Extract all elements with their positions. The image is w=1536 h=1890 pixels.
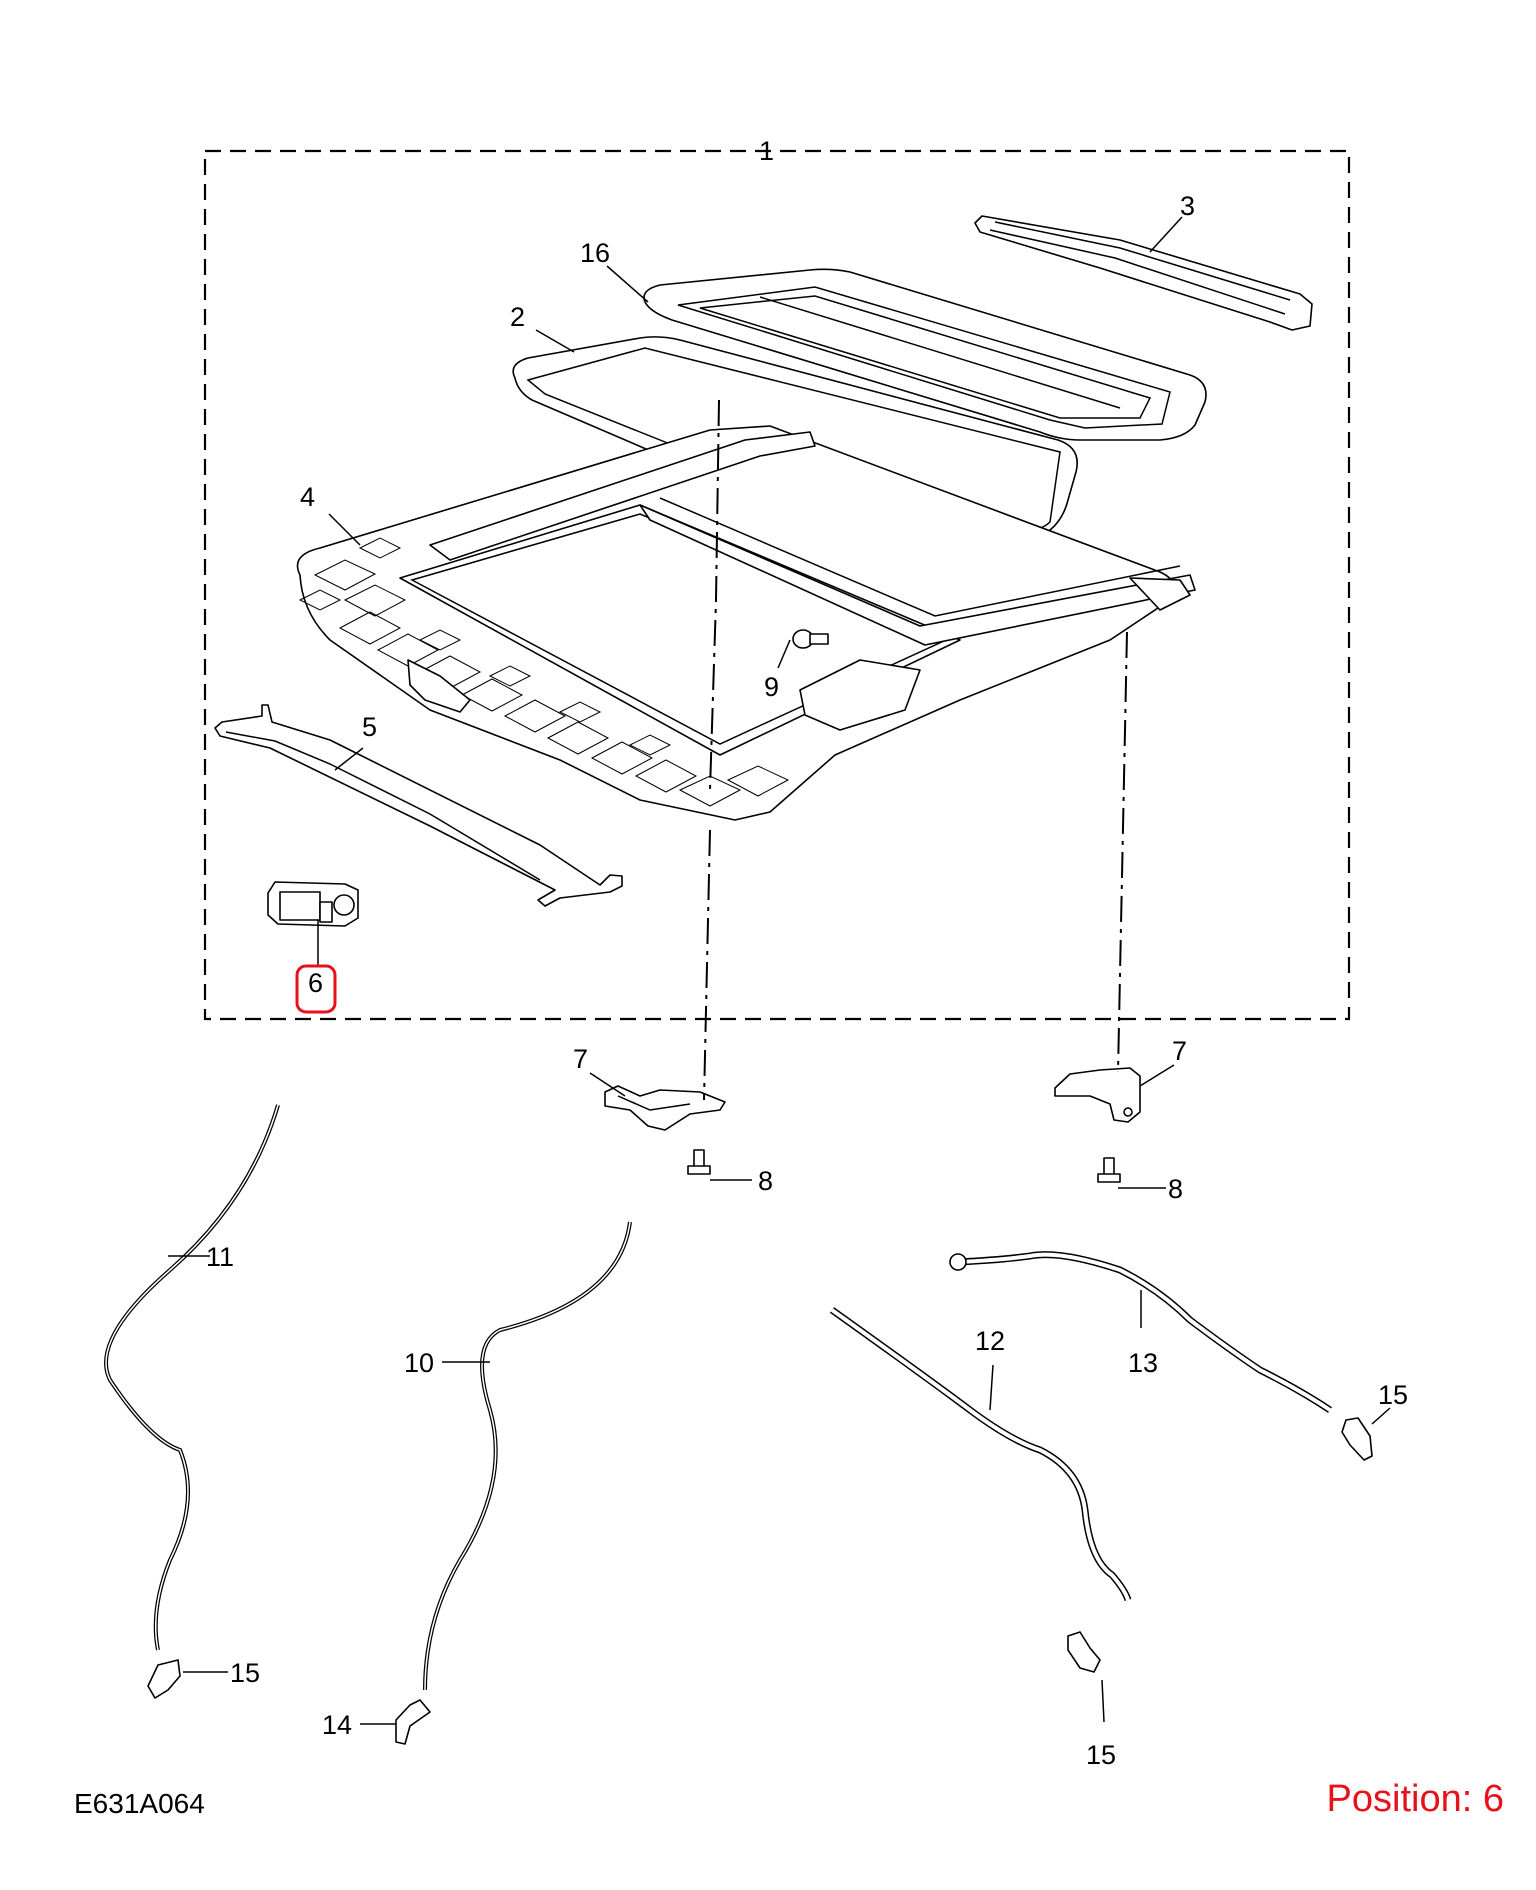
assembly-boundary-box — [203, 149, 1351, 1021]
callout-10: 10 — [404, 1348, 434, 1378]
part-4-main-frame — [296, 425, 1196, 821]
callout-15-right: 15 — [1378, 1380, 1408, 1410]
callout-7-right: 7 — [1172, 1036, 1187, 1066]
callout-14: 14 — [322, 1710, 352, 1740]
part-14-clip — [395, 1699, 431, 1745]
part-11-drain-hose — [104, 1104, 280, 1651]
assembly-centerline-right — [1117, 631, 1128, 1073]
part-10-drain-hose — [423, 1221, 632, 1691]
callout-13: 13 — [1128, 1348, 1158, 1378]
callout-8-right: 8 — [1168, 1174, 1183, 1204]
part-16-outer-frame — [643, 268, 1207, 441]
part-7-bracket-left — [604, 1085, 726, 1131]
callout-15-bottom: 15 — [1086, 1740, 1116, 1770]
callout-1: 1 — [759, 136, 774, 166]
position-label: Position: 6 — [1326, 1778, 1504, 1820]
frame-honeycomb-pattern — [298, 537, 790, 807]
highlight-ring-6 — [295, 964, 337, 1014]
part-15-clip-left — [147, 1659, 181, 1699]
assembly-centerline-front — [709, 399, 720, 791]
part-3-rear-rail — [974, 215, 1313, 331]
callout-4: 4 — [300, 482, 315, 512]
part-13-drain-hose — [957, 1251, 1332, 1413]
part-15-clip-right — [1341, 1417, 1373, 1461]
diagram-reference-code: E631A064 — [74, 1788, 205, 1819]
callout-8-left: 8 — [758, 1166, 773, 1196]
part-9-bolt — [792, 629, 829, 649]
part-8-bolt-right — [1097, 1157, 1121, 1183]
callout-12: 12 — [975, 1326, 1005, 1356]
callout-5: 5 — [362, 712, 377, 742]
part-8-bolt-left — [687, 1149, 711, 1175]
part-5-front-trim — [214, 704, 623, 907]
assembly-centerline-lower — [703, 829, 711, 1101]
callout-16: 16 — [580, 238, 610, 268]
leader-lines — [168, 216, 1391, 1725]
part-15-clip-middle — [1067, 1631, 1101, 1673]
callout-7-left: 7 — [573, 1044, 588, 1074]
callout-3: 3 — [1180, 191, 1195, 221]
callout-9: 9 — [764, 672, 779, 702]
part-7-bracket-right — [1054, 1067, 1141, 1123]
part-6-sunroof-motor — [267, 881, 359, 927]
callout-15-left: 15 — [230, 1658, 260, 1688]
callout-2: 2 — [510, 302, 525, 332]
callout-6: 6 — [308, 968, 323, 998]
callout-11: 11 — [206, 1242, 234, 1272]
